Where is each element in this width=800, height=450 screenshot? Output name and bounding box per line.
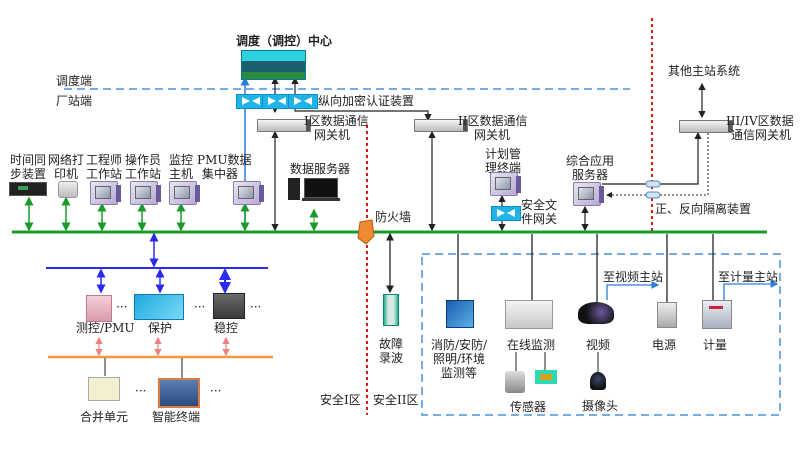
meter-icon — [702, 300, 732, 329]
plant-side-label: 厂站端 — [56, 94, 93, 108]
gateway-zone1-line2: 网关机 — [314, 128, 351, 142]
fault-recorder-label: 故障录波 — [378, 337, 403, 365]
forward-isolation-icon — [645, 180, 661, 188]
gateway-zone2-line1: II区数据通信 — [458, 114, 528, 128]
ellipsis: ··· — [250, 300, 262, 314]
smart-terminal-label: 智能终端 — [152, 410, 201, 424]
gateway-zone1-line1: I区数据通信 — [304, 114, 369, 128]
fire-security-icon — [446, 300, 474, 328]
power-supply-icon — [657, 302, 677, 328]
fault-recorder-icon — [383, 294, 399, 326]
secure-file-gateway-icon — [491, 206, 521, 221]
measure-pmu-label: 测控/PMU — [76, 321, 135, 335]
security-zone-2-label: 安全II区 — [373, 393, 419, 407]
stability-control-label: 稳控 — [214, 321, 239, 335]
merging-unit-icon — [88, 377, 120, 401]
dispatch-side-label: 调度端 — [56, 74, 93, 88]
camera-label: 摄像头 — [582, 399, 619, 413]
gateway-zone2-line2: 网关机 — [474, 128, 511, 142]
secure-file-gateway-label: 安全文件网关 — [521, 198, 558, 226]
data-server-icon — [288, 178, 340, 202]
measure-pmu-device-icon — [86, 295, 112, 322]
dispatch-center-building-icon — [241, 50, 306, 80]
pmu-concentrator-label: PMU数据集中器 — [197, 153, 252, 181]
printer-icon — [58, 181, 78, 198]
ellipsis: ··· — [194, 300, 206, 314]
plan-terminal-icon — [490, 172, 521, 196]
ellipsis: ··· — [210, 384, 222, 398]
camera-icon — [590, 372, 606, 390]
encryption-device-icon — [288, 94, 318, 109]
video-dome-icon — [578, 302, 614, 324]
other-master-label: 其他主站系统 — [668, 64, 741, 78]
data-server-label: 数据服务器 — [290, 162, 351, 176]
gateway-zone34-line2: 通信网关机 — [731, 128, 792, 142]
integrated-app-server-label: 综合应用服务器 — [565, 154, 614, 182]
gateway-zone2-icon — [414, 119, 468, 132]
online-monitor-label: 在线监测 — [507, 338, 556, 352]
vertical-encryption-label: 纵向加密认证装置 — [318, 94, 415, 108]
time-sync-label: 时间同步装置 — [9, 153, 46, 181]
isolation-device-label: 正、反向隔离装置 — [655, 202, 752, 216]
gateway-zone34-line1: III/IV区数据 — [726, 114, 794, 128]
gateway-zone1-icon — [257, 119, 311, 132]
stability-control-device-icon — [213, 293, 245, 319]
time-sync-device-icon — [9, 182, 47, 196]
merging-unit-label: 合并单元 — [80, 410, 129, 424]
ellipsis: ··· — [135, 384, 147, 398]
security-zone-1-label: 安全I区 — [320, 393, 361, 407]
sensor-icon-2 — [535, 370, 557, 384]
reverse-isolation-icon — [645, 191, 661, 199]
engineer-workstation-icon — [90, 181, 121, 205]
ellipsis: ··· — [116, 300, 128, 314]
engineer-ws-label: 工程师工作站 — [85, 153, 122, 181]
encryption-device-icon — [262, 94, 292, 109]
pmu-concentrator-icon — [233, 181, 264, 205]
fire-security-label: 消防/安防/照明/环境监测等 — [430, 338, 488, 380]
firewall-icon — [357, 219, 375, 245]
video-label: 视频 — [586, 338, 611, 352]
sensor-icon — [505, 371, 525, 393]
smart-terminal-icon — [158, 378, 200, 408]
network-printer-label: 网络打印机 — [47, 153, 84, 181]
monitor-host-label: 监控主机 — [168, 153, 193, 181]
power-label: 电源 — [652, 338, 677, 352]
protection-label: 保护 — [148, 321, 173, 335]
operator-workstation-icon — [130, 181, 161, 205]
operator-ws-label: 操作员工作站 — [124, 153, 161, 181]
to-video-master-label: 至视频主站 — [603, 270, 664, 284]
firewall-label: 防火墙 — [375, 210, 412, 224]
monitor-host-icon — [169, 181, 200, 205]
online-monitor-icon — [505, 300, 553, 329]
gateway-zone34-icon — [679, 120, 733, 133]
integrated-app-server-icon — [573, 182, 604, 206]
metering-label: 计量 — [703, 338, 728, 352]
to-metering-master-label: 至计量主站 — [718, 270, 779, 284]
protection-device-icon — [134, 294, 184, 320]
dispatch-center-title: 调度（调控）中心 — [236, 34, 333, 48]
plan-terminal-label: 计划管理终端 — [484, 147, 521, 175]
sensor-label: 传感器 — [510, 400, 547, 414]
